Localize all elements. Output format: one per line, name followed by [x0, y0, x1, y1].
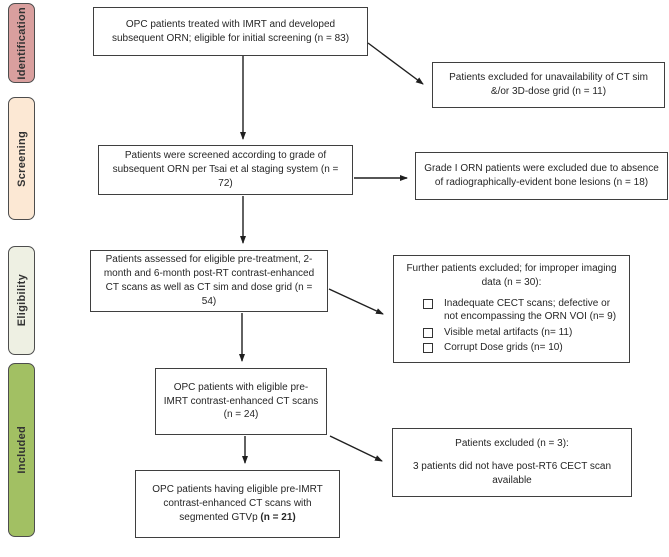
- stage-included-label: Included: [15, 426, 28, 474]
- flow-box-eligible-scans: OPC patients with eligible pre-IMRT cont…: [155, 368, 327, 435]
- stage-screening-label: Screening: [15, 130, 28, 187]
- list-item-text: Inadequate CECT scans; defective or not …: [444, 297, 617, 323]
- exclusion-improper-imaging-title: Further patients excluded; for improper …: [406, 263, 617, 288]
- list-item-text: Visible metal artifacts (n= 11): [444, 326, 573, 338]
- arrow-box4-to-exclusion4: [329, 435, 383, 462]
- stage-included: Included: [8, 363, 35, 537]
- exclusion-box-improper-imaging: Further patients excluded; for improper …: [393, 255, 630, 363]
- flow-box-assessed-text: Patients assessed for eligible pre-treat…: [103, 254, 315, 307]
- checkbox-icon: [423, 327, 433, 338]
- list-item-text: Corrupt Dose grids (n= 10): [444, 342, 563, 354]
- list-item: Visible metal artifacts (n= 11): [401, 326, 622, 340]
- flow-box-screened: Patients were screened according to grad…: [98, 145, 353, 195]
- flow-box-initial-screening-text: OPC patients treated with IMRT and devel…: [111, 18, 350, 44]
- list-item: Corrupt Dose grids (n= 10): [401, 341, 622, 355]
- checkbox-icon: [423, 343, 433, 354]
- stage-eligibility: Eligibility: [8, 246, 35, 355]
- exclusion-improper-imaging-list: Inadequate CECT scans; defective or not …: [401, 297, 622, 355]
- arrow-box3-to-exclusion3: [328, 288, 384, 315]
- stage-screening: Screening: [8, 97, 35, 220]
- flow-box-assessed: Patients assessed for eligible pre-treat…: [90, 250, 328, 312]
- exclusion-no-postrt6-title: Patients excluded (n = 3):: [455, 438, 569, 450]
- flow-box-eligible-scans-text: OPC patients with eligible pre-IMRT cont…: [163, 381, 319, 421]
- exclusion-box-ct-sim-unavailable: Patients excluded for unavailability of …: [432, 62, 665, 108]
- stage-identification-label: Identification: [15, 6, 28, 80]
- final-count-bold: (n = 21): [260, 511, 296, 523]
- arrow-box1-to-exclusion1: [367, 42, 424, 85]
- exclusion-box-ct-sim-unavailable-text: Patients excluded for unavailability of …: [449, 72, 648, 97]
- exclusion-box-grade1-orn-text: Grade I ORN patients were excluded due t…: [424, 163, 659, 188]
- flow-box-screened-text: Patients were screened according to grad…: [112, 150, 339, 189]
- exclusion-box-no-postrt6: Patients excluded (n = 3): 3 patients di…: [392, 428, 632, 497]
- list-item: Inadequate CECT scans; defective or not …: [401, 297, 622, 324]
- flow-box-included-final-text: OPC patients having eligible pre-IMRT co…: [152, 484, 323, 523]
- stage-identification: Identification: [8, 3, 35, 83]
- exclusion-no-postrt6-detail: 3 patients did not have post-RT6 CECT sc…: [412, 461, 612, 486]
- checkbox-icon: [423, 298, 433, 309]
- exclusion-box-grade1-orn: Grade I ORN patients were excluded due t…: [415, 152, 668, 200]
- stage-eligibility-label: Eligibility: [15, 274, 28, 327]
- flow-box-initial-screening: OPC patients treated with IMRT and devel…: [93, 7, 368, 56]
- flow-box-included-final: OPC patients having eligible pre-IMRT co…: [135, 470, 340, 538]
